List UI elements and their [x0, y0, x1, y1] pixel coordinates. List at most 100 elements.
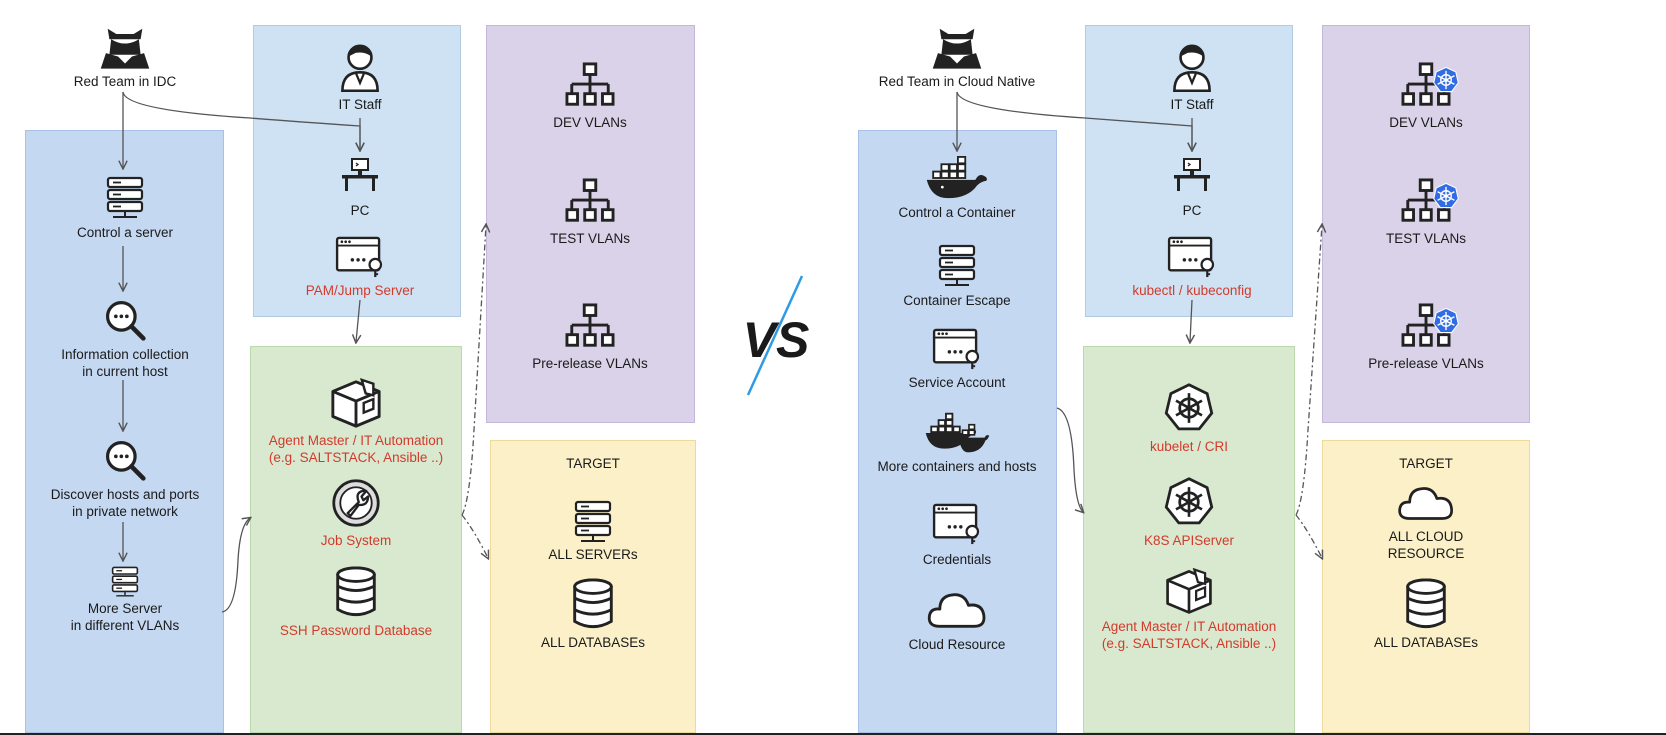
- network-icon: [564, 303, 616, 351]
- pc-idc: PC: [310, 156, 410, 219]
- target-cn: TARGET: [1324, 455, 1528, 472]
- vlan-test-cn: TEST VLANs: [1336, 178, 1516, 247]
- k8s-apiserver: K8S APIServer: [1085, 476, 1293, 549]
- kubernetes-icon: [1432, 307, 1460, 335]
- arrow-infra-to-vlans: [461, 225, 486, 516]
- vlan-label: Pre-release VLANs: [1368, 356, 1484, 371]
- it-staff-cn: IT Staff: [1132, 42, 1252, 113]
- agent-master-cn: Agent Master / IT Automation (e.g. SALTS…: [1085, 566, 1293, 652]
- database-icon: [570, 578, 616, 630]
- network-icon: [564, 178, 616, 226]
- server-icon: [936, 244, 978, 288]
- right-infra-panel: [1083, 346, 1295, 733]
- pam-label: PAM/Jump Server: [305, 283, 415, 298]
- agent-master-label: Agent Master / IT Automation (e.g. SALTS…: [268, 433, 444, 465]
- docker-icon: [923, 410, 991, 456]
- server-icon: [104, 176, 146, 220]
- vs-slash: [746, 275, 804, 396]
- package-icon: [327, 376, 385, 430]
- arrow-infra-cn-to-vlans: [1295, 225, 1322, 516]
- target-all-servers: ALL SERVERs: [492, 500, 694, 563]
- kubernetes-icon: [1432, 66, 1460, 94]
- vlan-label: DEV VLANs: [553, 115, 627, 130]
- kubelet-cri: kubelet / CRI: [1085, 382, 1293, 455]
- step-more-containers: More containers and hosts: [862, 410, 1052, 475]
- agent-master-idc: Agent Master / IT Automation (e.g. SALTS…: [252, 376, 460, 466]
- pc-label: PC: [1182, 203, 1202, 218]
- it-staff-label: IT Staff: [338, 97, 382, 112]
- target-label: ALL SERVERs: [548, 547, 638, 562]
- step-label: Credentials: [922, 552, 992, 567]
- terminal-key-icon: [1167, 236, 1217, 278]
- agent-master-label: Agent Master / IT Automation (e.g. SALTS…: [1101, 619, 1277, 651]
- step-label: More Server in different VLANs: [70, 601, 180, 633]
- network-icon: [564, 62, 616, 110]
- red-team-idc-label: Red Team in IDC: [73, 74, 177, 89]
- target-label: ALL DATABASEs: [1373, 635, 1479, 650]
- step-label: Service Account: [908, 375, 1006, 390]
- step-more-servers: More Server in different VLANs: [30, 566, 220, 634]
- step-container-escape: Container Escape: [862, 244, 1052, 309]
- step-label: Control a server: [76, 225, 174, 240]
- cloud-icon: [1397, 484, 1455, 524]
- package-icon: [1162, 566, 1216, 616]
- search-icon: [103, 298, 147, 342]
- vlan-label: Pre-release VLANs: [532, 356, 648, 371]
- job-system-label: Job System: [320, 533, 392, 548]
- bottom-divider: [0, 733, 1666, 735]
- step-credentials: Credentials: [862, 503, 1052, 568]
- target-label: ALL DATABASEs: [540, 635, 646, 650]
- arrow-more-to-infra: [221, 518, 250, 613]
- it-staff-idc: IT Staff: [300, 42, 420, 113]
- target-title: TARGET: [1399, 456, 1453, 471]
- terminal-key-icon: [932, 503, 982, 545]
- ssh-password-db: SSH Password Database: [252, 566, 460, 639]
- hacker-icon: [99, 25, 151, 69]
- terminal-key-icon: [335, 236, 385, 278]
- arrow-containers-to-infra: [1056, 407, 1083, 512]
- step-discover-hosts: Discover hosts and ports in private netw…: [30, 438, 220, 520]
- vlan-label: DEV VLANs: [1389, 115, 1463, 130]
- search-icon: [103, 438, 147, 482]
- apiserver-label: K8S APIServer: [1143, 533, 1235, 548]
- desk-computer-icon: [340, 156, 380, 192]
- kubernetes-icon: [1432, 182, 1460, 210]
- step-label: Cloud Resource: [908, 637, 1006, 652]
- ssh-db-label: SSH Password Database: [279, 623, 433, 638]
- pc-cn: PC: [1142, 156, 1242, 219]
- kubernetes-icon: [1163, 382, 1215, 434]
- database-icon: [1403, 578, 1449, 630]
- vlan-test-idc: TEST VLANs: [500, 178, 680, 247]
- person-icon: [1170, 42, 1214, 92]
- pam-jump-server: PAM/Jump Server: [280, 236, 440, 299]
- wrench-icon: [331, 478, 381, 528]
- vlan-label: TEST VLANs: [1385, 231, 1467, 246]
- database-icon: [333, 566, 379, 618]
- step-label: Information collection in current host: [61, 347, 189, 379]
- person-icon: [338, 42, 382, 92]
- server-icon: [570, 500, 616, 544]
- vlan-prerelease-cn: Pre-release VLANs: [1336, 303, 1516, 372]
- vlan-dev-cn: DEV VLANs: [1336, 62, 1516, 131]
- red-team-idc: Red Team in IDC: [50, 25, 200, 90]
- target-title: TARGET: [566, 456, 620, 471]
- terminal-key-icon: [932, 328, 982, 370]
- step-cloud-resource: Cloud Resource: [862, 590, 1052, 653]
- it-staff-label: IT Staff: [1170, 97, 1214, 112]
- kubernetes-icon: [1163, 476, 1215, 528]
- step-control-server: Control a server: [30, 176, 220, 241]
- kubelet-label: kubelet / CRI: [1149, 439, 1229, 454]
- step-label: Control a Container: [898, 205, 1016, 220]
- server-icon: [106, 566, 144, 598]
- target-label: ALL CLOUD RESOURCE: [1387, 529, 1465, 561]
- k8s-network-icon-group: [1400, 178, 1452, 226]
- step-info-collection: Information collection in current host: [30, 298, 220, 380]
- pc-label: PC: [350, 203, 370, 218]
- desk-computer-icon: [1172, 156, 1212, 192]
- vlan-label: TEST VLANs: [549, 231, 631, 246]
- target-all-cloud-resource: ALL CLOUD RESOURCE: [1324, 484, 1528, 562]
- arrow-infra-to-target: [461, 514, 488, 558]
- step-control-container: Control a Container: [862, 156, 1052, 221]
- target-all-databases: ALL DATABASEs: [492, 578, 694, 651]
- vlan-dev-idc: DEV VLANs: [500, 62, 680, 131]
